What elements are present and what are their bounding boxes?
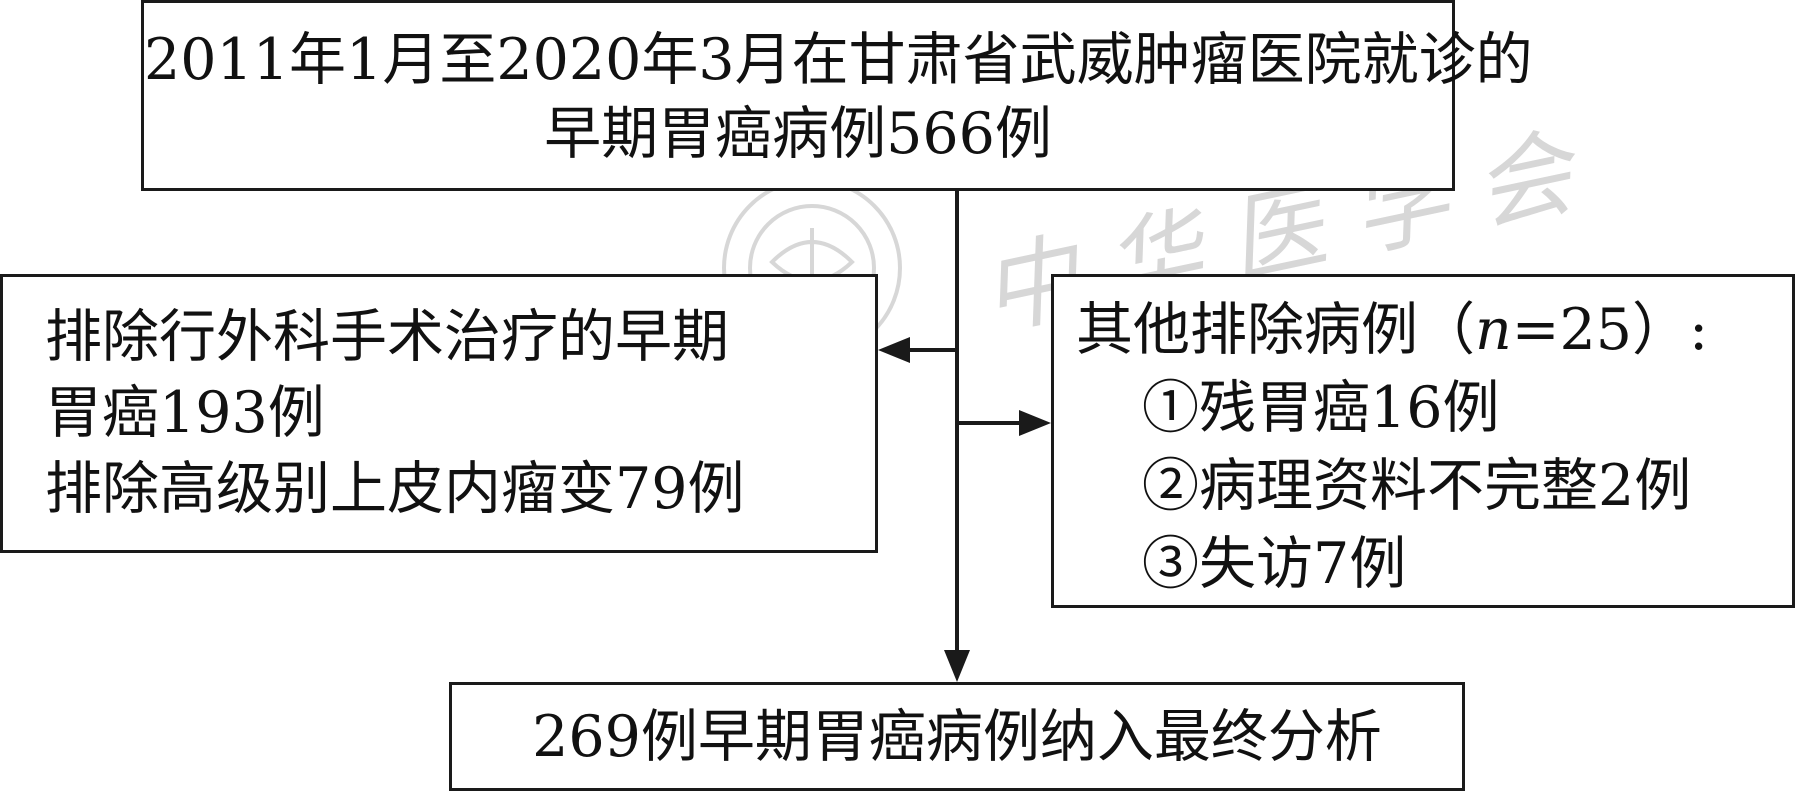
other-exclusions-heading: 其他排除病例（n=25）: [1076,291,1792,369]
exclusion-hgin-line: 排除高级别上皮内瘤变79例 [45,456,745,522]
heading-prefix: 其他排除病例（ [1076,297,1475,363]
final-analysis-text: 269例早期胃癌病例纳入最终分析 [532,704,1382,770]
arrow-down-icon [944,650,970,682]
source-population-line-2: 早期胃癌病例566例 [544,101,1052,167]
exclusion-surgery-line-1: 排除行外科手术治疗的早期 [45,304,729,370]
arrow-right-icon [1019,410,1051,436]
exclusion-item-incomplete-pathology: ②病理资料不完整2例 [1142,453,1692,519]
exclusion-surgery-box: 排除行外科手术治疗的早期 胃癌193例 排除高级别上皮内瘤变79例 [0,274,878,553]
final-analysis-box: 269例早期胃癌病例纳入最终分析 [449,682,1465,791]
exclusion-item-lost-to-followup: ③失访7例 [1142,531,1407,597]
arrow-left-icon [878,337,910,363]
heading-suffix: =25）: [1511,297,1709,363]
exclusion-item-remnant-cancer: ①残胃癌16例 [1142,375,1500,441]
exclusion-surgery-line-2: 胃癌193例 [45,380,325,446]
source-population-box: 2011年1月至2020年3月在甘肃省武威肿瘤医院就诊的 早期胃癌病例566例 [141,0,1533,191]
source-population-line-1: 2011年1月至2020年3月在甘肃省武威肿瘤医院就诊的 [144,27,1533,93]
heading-n-symbol: n [1475,297,1512,363]
other-exclusions-box: 其他排除病例（n=25）: ①残胃癌16例 ②病理资料不完整2例 ③失访7例 [1051,274,1795,608]
